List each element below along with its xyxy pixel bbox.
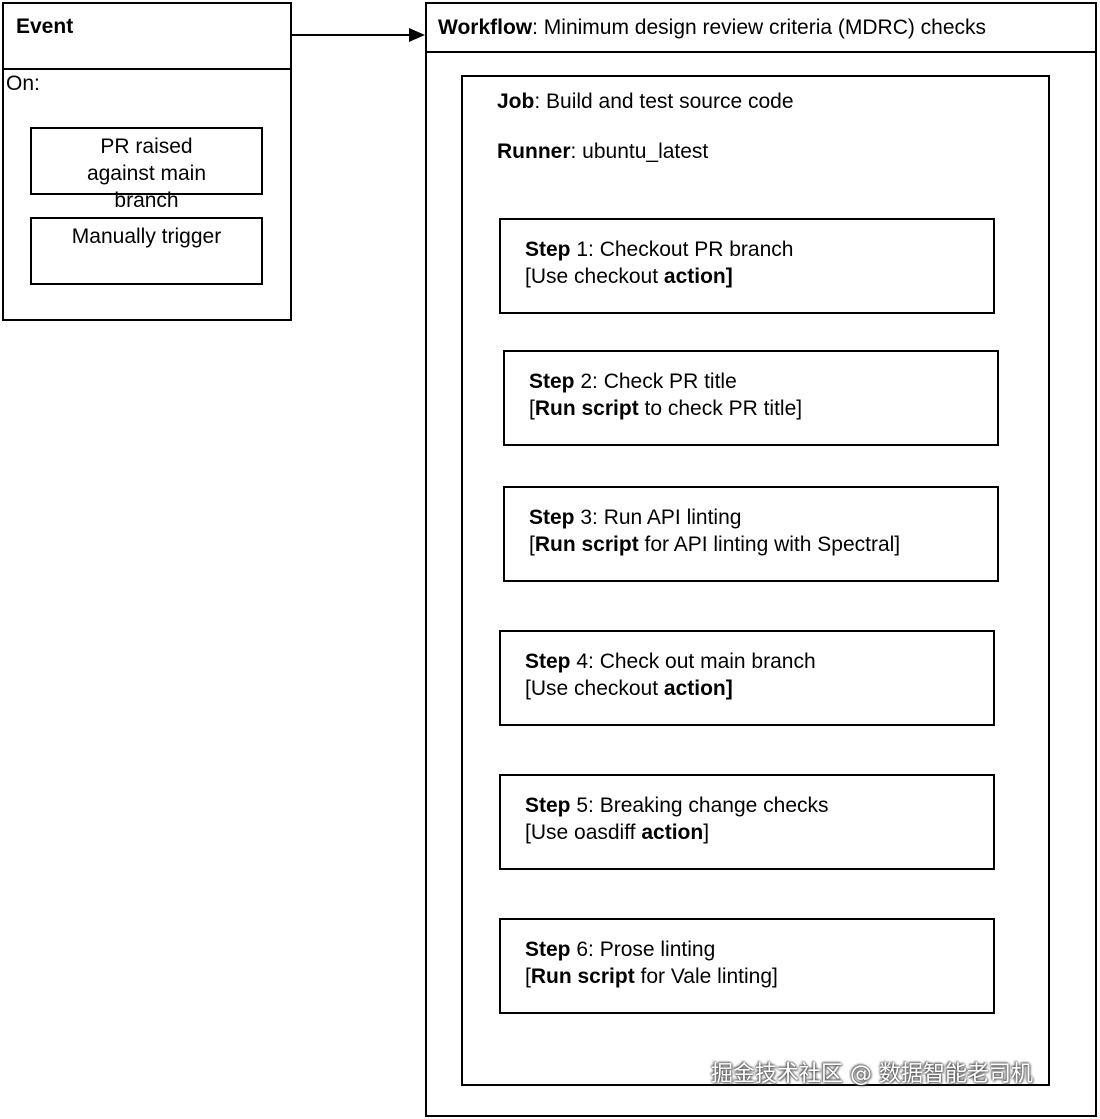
step-3-box: Step 3: Run API linting [Run script for …: [503, 486, 999, 582]
workflow-header-divider: [427, 51, 1095, 53]
step-3-detail-pre: [: [529, 533, 535, 556]
step-1-detail-bold: action]: [663, 265, 733, 288]
trigger-manual: Manually trigger: [30, 217, 263, 285]
workflow-label: Workflow: [438, 16, 533, 39]
job-title: Job: Build and test source code: [497, 88, 794, 115]
step-2-detail-post: to check PR title]: [638, 397, 803, 420]
step-6-box: Step 6: Prose linting [Run script for Va…: [499, 918, 995, 1014]
step-2-detail-bold: Run script: [534, 397, 639, 420]
step-5-label: Step: [525, 794, 571, 817]
step-1-box: Step 1: Checkout PR branch [Use checkout…: [499, 218, 995, 314]
runner-title: Runner: ubuntu_latest: [497, 138, 708, 165]
step-4-title: 4: Check out main branch: [570, 650, 816, 673]
step-4-detail-pre: [Use checkout: [525, 677, 664, 700]
step-5-detail-bold: action: [641, 821, 704, 844]
step-6-detail-post: for Vale linting]: [634, 965, 778, 988]
step-2-text: Step 2: Check PR title [Run script to ch…: [529, 368, 802, 422]
step-1-title: 1: Checkout PR branch: [570, 238, 794, 261]
step-1-detail-pre: [Use checkout: [525, 265, 664, 288]
event-on-label: On:: [6, 72, 40, 95]
trigger-pr-raised: PR raised against main branch: [30, 127, 263, 212]
step-6-text: Step 6: Prose linting [Run script for Va…: [525, 936, 778, 990]
runner-label: Runner: [497, 140, 571, 163]
trigger-manual-label: Manually trigger: [71, 225, 222, 248]
trigger-pr-raised-label: PR raised against main branch: [86, 135, 207, 212]
step-4-label: Step: [525, 650, 571, 673]
event-title: Event: [16, 15, 74, 38]
step-6-title: 6: Prose linting: [570, 938, 716, 961]
job-value: : Build and test source code: [534, 90, 794, 113]
step-3-label: Step: [529, 506, 575, 529]
step-6-label: Step: [525, 938, 571, 961]
job-label: Job: [497, 90, 535, 113]
step-2-title: 2: Check PR title: [574, 370, 737, 393]
step-1-text: Step 1: Checkout PR branch [Use checkout…: [525, 236, 793, 290]
step-6-detail-bold: Run script: [530, 965, 635, 988]
step-4-box: Step 4: Check out main branch [Use check…: [499, 630, 995, 726]
runner-value: : ubuntu_latest: [570, 140, 709, 163]
step-3-text: Step 3: Run API linting [Run script for …: [529, 504, 900, 558]
step-5-box: Step 5: Breaking change checks [Use oasd…: [499, 774, 995, 870]
step-5-title: 5: Breaking change checks: [570, 794, 829, 817]
step-5-text: Step 5: Breaking change checks [Use oasd…: [525, 792, 829, 846]
watermark: 掘金技术社区 @ 数据智能老司机: [711, 1062, 1033, 1087]
event-to-workflow-arrow: [292, 28, 425, 42]
step-3-detail-post: for API linting with Spectral]: [638, 533, 901, 556]
workflow-title: Workflow: Minimum design review criteria…: [438, 14, 986, 41]
step-4-text: Step 4: Check out main branch [Use check…: [525, 648, 816, 702]
step-4-detail-bold: action]: [663, 677, 733, 700]
step-5-detail-post: ]: [703, 821, 710, 844]
step-3-detail-bold: Run script: [534, 533, 639, 556]
step-2-label: Step: [529, 370, 575, 393]
step-2-detail-pre: [: [529, 397, 535, 420]
step-2-box: Step 2: Check PR title [Run script to ch…: [503, 350, 999, 446]
step-5-detail-pre: [Use oasdiff: [525, 821, 642, 844]
workflow-name: : Minimum design review criteria (MDRC) …: [532, 16, 987, 39]
event-header-divider: [4, 68, 290, 70]
step-6-detail-pre: [: [525, 965, 531, 988]
step-3-title: 3: Run API linting: [574, 506, 742, 529]
step-1-label: Step: [525, 238, 571, 261]
